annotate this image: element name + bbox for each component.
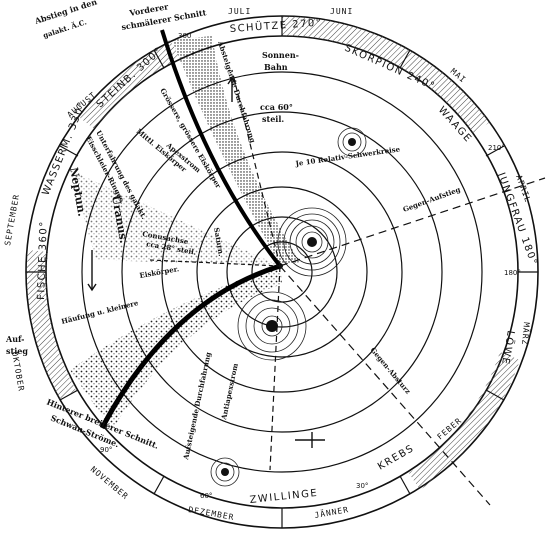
month-april: APRIL — [514, 174, 532, 204]
neptun-label: Neptun. — [67, 166, 88, 217]
axis-lines — [149, 69, 546, 506]
abstieg-label-1: Abstieg in den — [33, 0, 99, 26]
kleinere-eiskorper-label: Eiskörper. — [139, 264, 180, 280]
sonnenbahn-4: steil. — [262, 114, 284, 124]
schwan-stream-arcs — [99, 29, 282, 430]
gegen-absturz-label: Gegen-Absturz — [368, 346, 412, 396]
month-dezember: DEZEMBER — [188, 505, 235, 522]
degree-labels: 300 210° 180° 90° 60° 30° — [100, 32, 521, 500]
zodiac-zwilling: ZWILLINGE — [249, 488, 319, 506]
month-janner: JÄNNER — [314, 504, 350, 520]
stieg-label: stieg — [6, 346, 28, 356]
month-september: SEPTEMBER — [3, 193, 21, 246]
degree-60: 60° — [200, 492, 212, 500]
degree-30: 30° — [356, 482, 368, 490]
arrow-markers — [87, 76, 325, 448]
month-november: NOVEMBER — [89, 465, 130, 502]
degree-90: 90° — [100, 446, 112, 454]
sonnenbahn-3: cca 60° — [260, 102, 293, 112]
auf-label: Auf- — [5, 334, 25, 344]
sonnenbahn-1: Sonnen- — [262, 50, 299, 60]
haufung-label: Häufung u. kleinere — [60, 298, 139, 326]
antiapexstrom-label: Antiapexstrom — [219, 362, 240, 422]
month-juli: JULI — [228, 7, 251, 16]
aufsteigende-durchfahrung: Aufsteigende Durchfahrung — [181, 351, 213, 461]
month-oktober: OKTOBER — [10, 351, 26, 393]
degree-180: 180° — [504, 269, 521, 277]
month-juni: JUNI — [330, 7, 353, 16]
schwerkreis-label: Je 10 Relativ-Schwerkreise — [294, 144, 401, 168]
zodiac-krebs: KREBS — [376, 443, 416, 473]
month-marz: MÄRZ — [520, 322, 532, 346]
zodiac-fische: FISCHE 360° — [36, 220, 50, 300]
zodiac-band — [25, 15, 539, 529]
degree-210: 210° — [488, 144, 505, 152]
zodiac-steinb: STEINB. 300° — [95, 46, 165, 111]
sonnenbahn-2: Bahn — [264, 62, 288, 72]
degree-300: 300 — [178, 32, 191, 40]
gegen-aufstieg-label: Gegen-Aufstieg — [402, 185, 462, 214]
